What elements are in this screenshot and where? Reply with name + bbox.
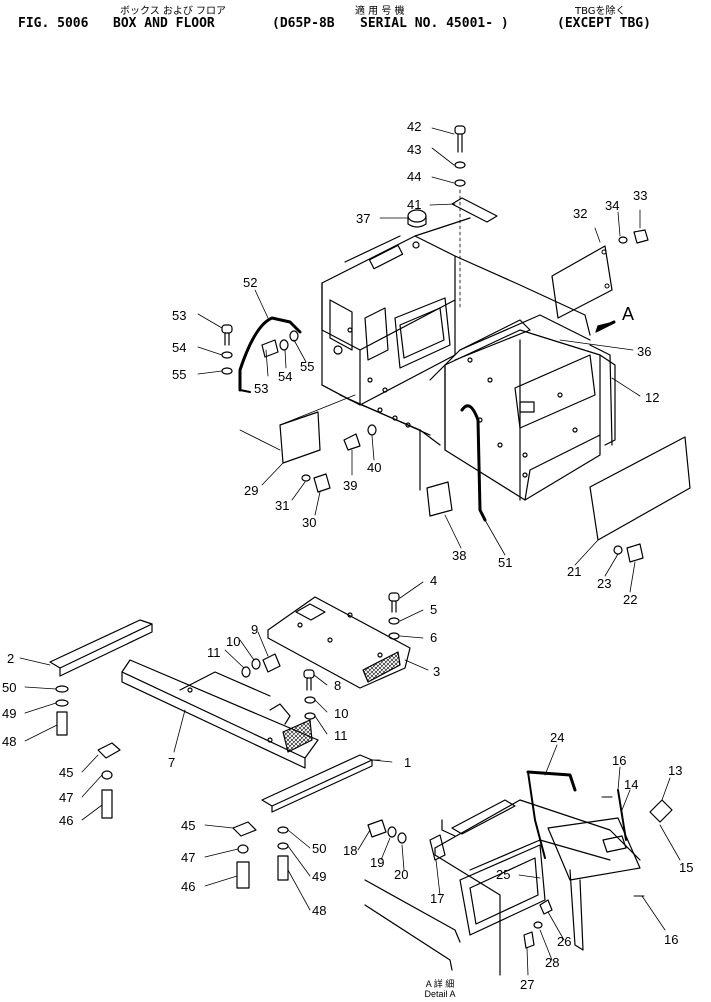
bolt-group-top (454, 125, 466, 311)
callout-24: 24 (550, 730, 564, 745)
callout-8: 8 (334, 678, 341, 693)
control-box-body (321, 217, 616, 501)
callout-31: 31 (275, 498, 289, 513)
callout-11b: 11 (334, 728, 348, 743)
callout-53a: 53 (172, 308, 186, 323)
figure-number: FIG. 5006 (18, 16, 89, 31)
callout-30: 30 (302, 515, 316, 530)
callout-55a: 55 (172, 367, 186, 382)
callout-50a: 50 (2, 680, 16, 695)
callout-28: 28 (545, 955, 559, 970)
callout-4: 4 (430, 573, 437, 588)
callout-labels: 42 43 44 41 37 32 34 33 36 12 52 53 54 5… (2, 119, 693, 992)
callout-17: 17 (430, 891, 444, 906)
callout-43: 43 (407, 142, 421, 157)
floor-rail-left (49, 619, 153, 669)
callout-12: 12 (645, 390, 659, 405)
floor-rail-right (261, 754, 373, 807)
callout-22: 22 (623, 592, 637, 607)
callout-15: 15 (679, 860, 693, 875)
callout-52: 52 (243, 275, 257, 290)
callout-10a: 10 (226, 634, 240, 649)
except-note: (EXCEPT TBG) (557, 16, 651, 31)
callout-11a: 11 (207, 645, 221, 660)
callout-47b: 47 (181, 850, 195, 865)
callout-55b: 55 (300, 359, 314, 374)
callout-7: 7 (168, 755, 175, 770)
callout-45a: 45 (59, 765, 73, 780)
serial-japanese: 適 用 号 機 (355, 6, 405, 17)
callout-29: 29 (244, 483, 258, 498)
callout-44: 44 (407, 169, 421, 184)
floor-frame (121, 659, 319, 769)
callout-14: 14 (624, 777, 638, 792)
callout-47a: 47 (59, 790, 73, 805)
callout-18: 18 (343, 843, 357, 858)
callout-25: 25 (496, 867, 510, 882)
callout-27: 27 (520, 977, 534, 992)
leader-lines (19, 127, 681, 976)
detail-a-assembly (364, 770, 673, 976)
model-designation: (D65P-8B (272, 16, 335, 31)
handrail-right (460, 404, 487, 522)
callout-49b: 49 (312, 869, 326, 884)
figure-title: BOX AND FLOOR (113, 16, 215, 31)
callout-5: 5 (430, 602, 437, 617)
title-japanese: ボックス および フロア (120, 6, 227, 17)
small-plate (426, 481, 453, 517)
callout-16b: 16 (664, 932, 678, 947)
callout-32: 32 (573, 206, 587, 221)
access-cover (279, 411, 321, 464)
callout-48b: 48 (312, 903, 326, 918)
callout-10b: 10 (334, 706, 348, 721)
callout-33: 33 (633, 188, 647, 203)
callout-39: 39 (343, 478, 357, 493)
callout-49a: 49 (2, 706, 16, 721)
callout-9: 9 (251, 622, 258, 637)
callout-48a: 48 (2, 734, 16, 749)
callout-16a: 16 (612, 753, 626, 768)
callout-34: 34 (605, 198, 619, 213)
callout-13: 13 (668, 763, 682, 778)
callout-46b: 46 (181, 879, 195, 894)
callout-41: 41 (407, 197, 421, 212)
callout-1: 1 (404, 755, 411, 770)
callout-3: 3 (433, 664, 440, 679)
callout-40: 40 (367, 460, 381, 475)
callout-45b: 45 (181, 818, 195, 833)
lower-cover-plate (589, 436, 691, 541)
knob (407, 209, 427, 228)
callout-54a: 54 (172, 340, 186, 355)
bracket-plate (451, 197, 498, 223)
callout-19: 19 (370, 855, 384, 870)
floor-plate (267, 596, 411, 689)
callout-38: 38 (452, 548, 466, 563)
view-label-a: A (622, 304, 634, 324)
handrail-left (238, 316, 302, 392)
callout-21: 21 (567, 564, 581, 579)
callout-2: 2 (7, 651, 14, 666)
callout-50b: 50 (312, 841, 326, 856)
callout-42: 42 (407, 119, 421, 134)
callout-36: 36 (637, 344, 651, 359)
side-cover-plate (551, 245, 613, 319)
bolt-group-right (618, 229, 649, 244)
callout-26: 26 (557, 934, 571, 949)
callout-37: 37 (356, 211, 370, 226)
serial-range: SERIAL NO. 45001- ) (360, 16, 509, 31)
callout-51: 51 (498, 555, 512, 570)
callout-20: 20 (394, 867, 408, 882)
callout-46a: 46 (59, 813, 73, 828)
callout-54b: 54 (278, 369, 292, 384)
detail-caption: Detail A (424, 989, 456, 999)
callout-53b: 53 (254, 381, 268, 396)
callout-6: 6 (430, 630, 437, 645)
detail-caption-japanese: A 詳 細 (425, 979, 455, 989)
callout-23: 23 (597, 576, 611, 591)
except-japanese: TBGを除く (575, 6, 626, 17)
